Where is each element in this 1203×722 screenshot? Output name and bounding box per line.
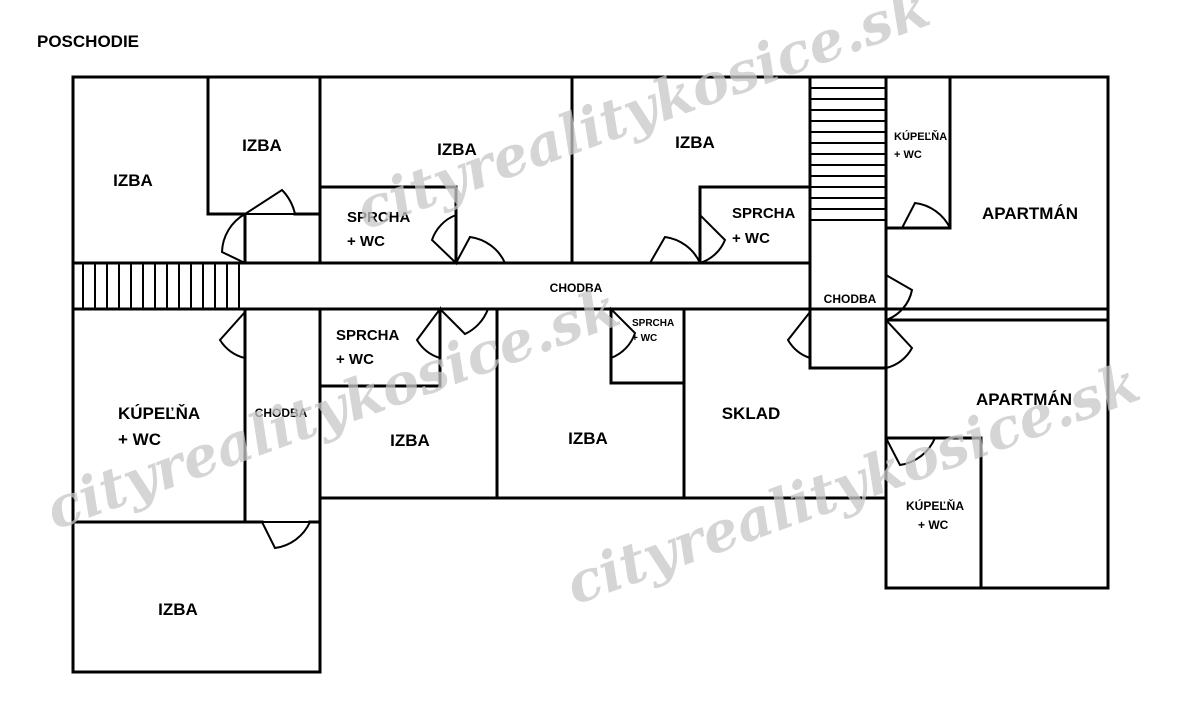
door-symbol bbox=[885, 317, 914, 370]
watermark: cityrealitykosice.sk bbox=[557, 349, 1148, 618]
door-symbol bbox=[430, 214, 457, 266]
door-symbol bbox=[885, 273, 914, 322]
room-label: IZBA bbox=[390, 431, 430, 450]
door-symbol bbox=[415, 305, 441, 360]
room-label: + WC bbox=[894, 149, 922, 161]
door-symbol bbox=[437, 308, 490, 336]
room-label: CHODBA bbox=[824, 292, 877, 306]
door-symbol bbox=[900, 201, 952, 229]
room-label: IZBA bbox=[437, 140, 477, 159]
room-label: + WC bbox=[336, 351, 374, 368]
room-label: IZBA bbox=[242, 136, 282, 155]
floor-title: POSCHODIE bbox=[37, 32, 139, 51]
room-label: CHODBA bbox=[550, 281, 603, 295]
door-symbol bbox=[454, 235, 507, 264]
room-label: SPRCHA bbox=[632, 318, 674, 329]
room-label: IZBA bbox=[675, 133, 715, 152]
room-label: APARTMÁN bbox=[976, 390, 1072, 409]
room-label: KÚPEĽŇA bbox=[906, 498, 964, 513]
room-label: + WC bbox=[732, 230, 770, 247]
room-label: SPRCHA bbox=[347, 209, 411, 226]
door-symbol bbox=[699, 212, 727, 265]
room-label: KÚPEĽŇA bbox=[894, 130, 947, 143]
door-symbol bbox=[241, 188, 297, 215]
door-symbol bbox=[218, 309, 246, 360]
stairs-right bbox=[810, 87, 886, 221]
door-symbol bbox=[260, 521, 312, 550]
room-label: SPRCHA bbox=[732, 205, 796, 222]
room-label: SPRCHA bbox=[336, 327, 400, 344]
door-symbol bbox=[610, 306, 637, 360]
room-label: + WC bbox=[918, 518, 949, 532]
room-labels: IZBA IZBA IZBA IZBA SPRCHA + WC SPRCHA +… bbox=[113, 130, 1078, 619]
room-label: SKLAD bbox=[722, 404, 781, 423]
doors bbox=[218, 188, 952, 550]
room-label: IZBA bbox=[113, 171, 153, 190]
room-label: KÚPEĽŇA bbox=[118, 404, 200, 423]
door-symbol bbox=[648, 235, 702, 264]
room-label: IZBA bbox=[158, 600, 198, 619]
room-label: CHODBA bbox=[255, 406, 308, 420]
door-symbol bbox=[220, 213, 246, 265]
walls bbox=[71, 75, 1110, 674]
room-label: APARTMÁN bbox=[982, 204, 1078, 223]
room-label: + WC bbox=[632, 333, 657, 344]
room-label: + WC bbox=[347, 233, 385, 250]
stairs-left bbox=[82, 263, 240, 309]
room-label: IZBA bbox=[568, 429, 608, 448]
door-symbol bbox=[884, 437, 937, 467]
door-symbol bbox=[786, 309, 811, 360]
room-label: + WC bbox=[118, 430, 161, 449]
